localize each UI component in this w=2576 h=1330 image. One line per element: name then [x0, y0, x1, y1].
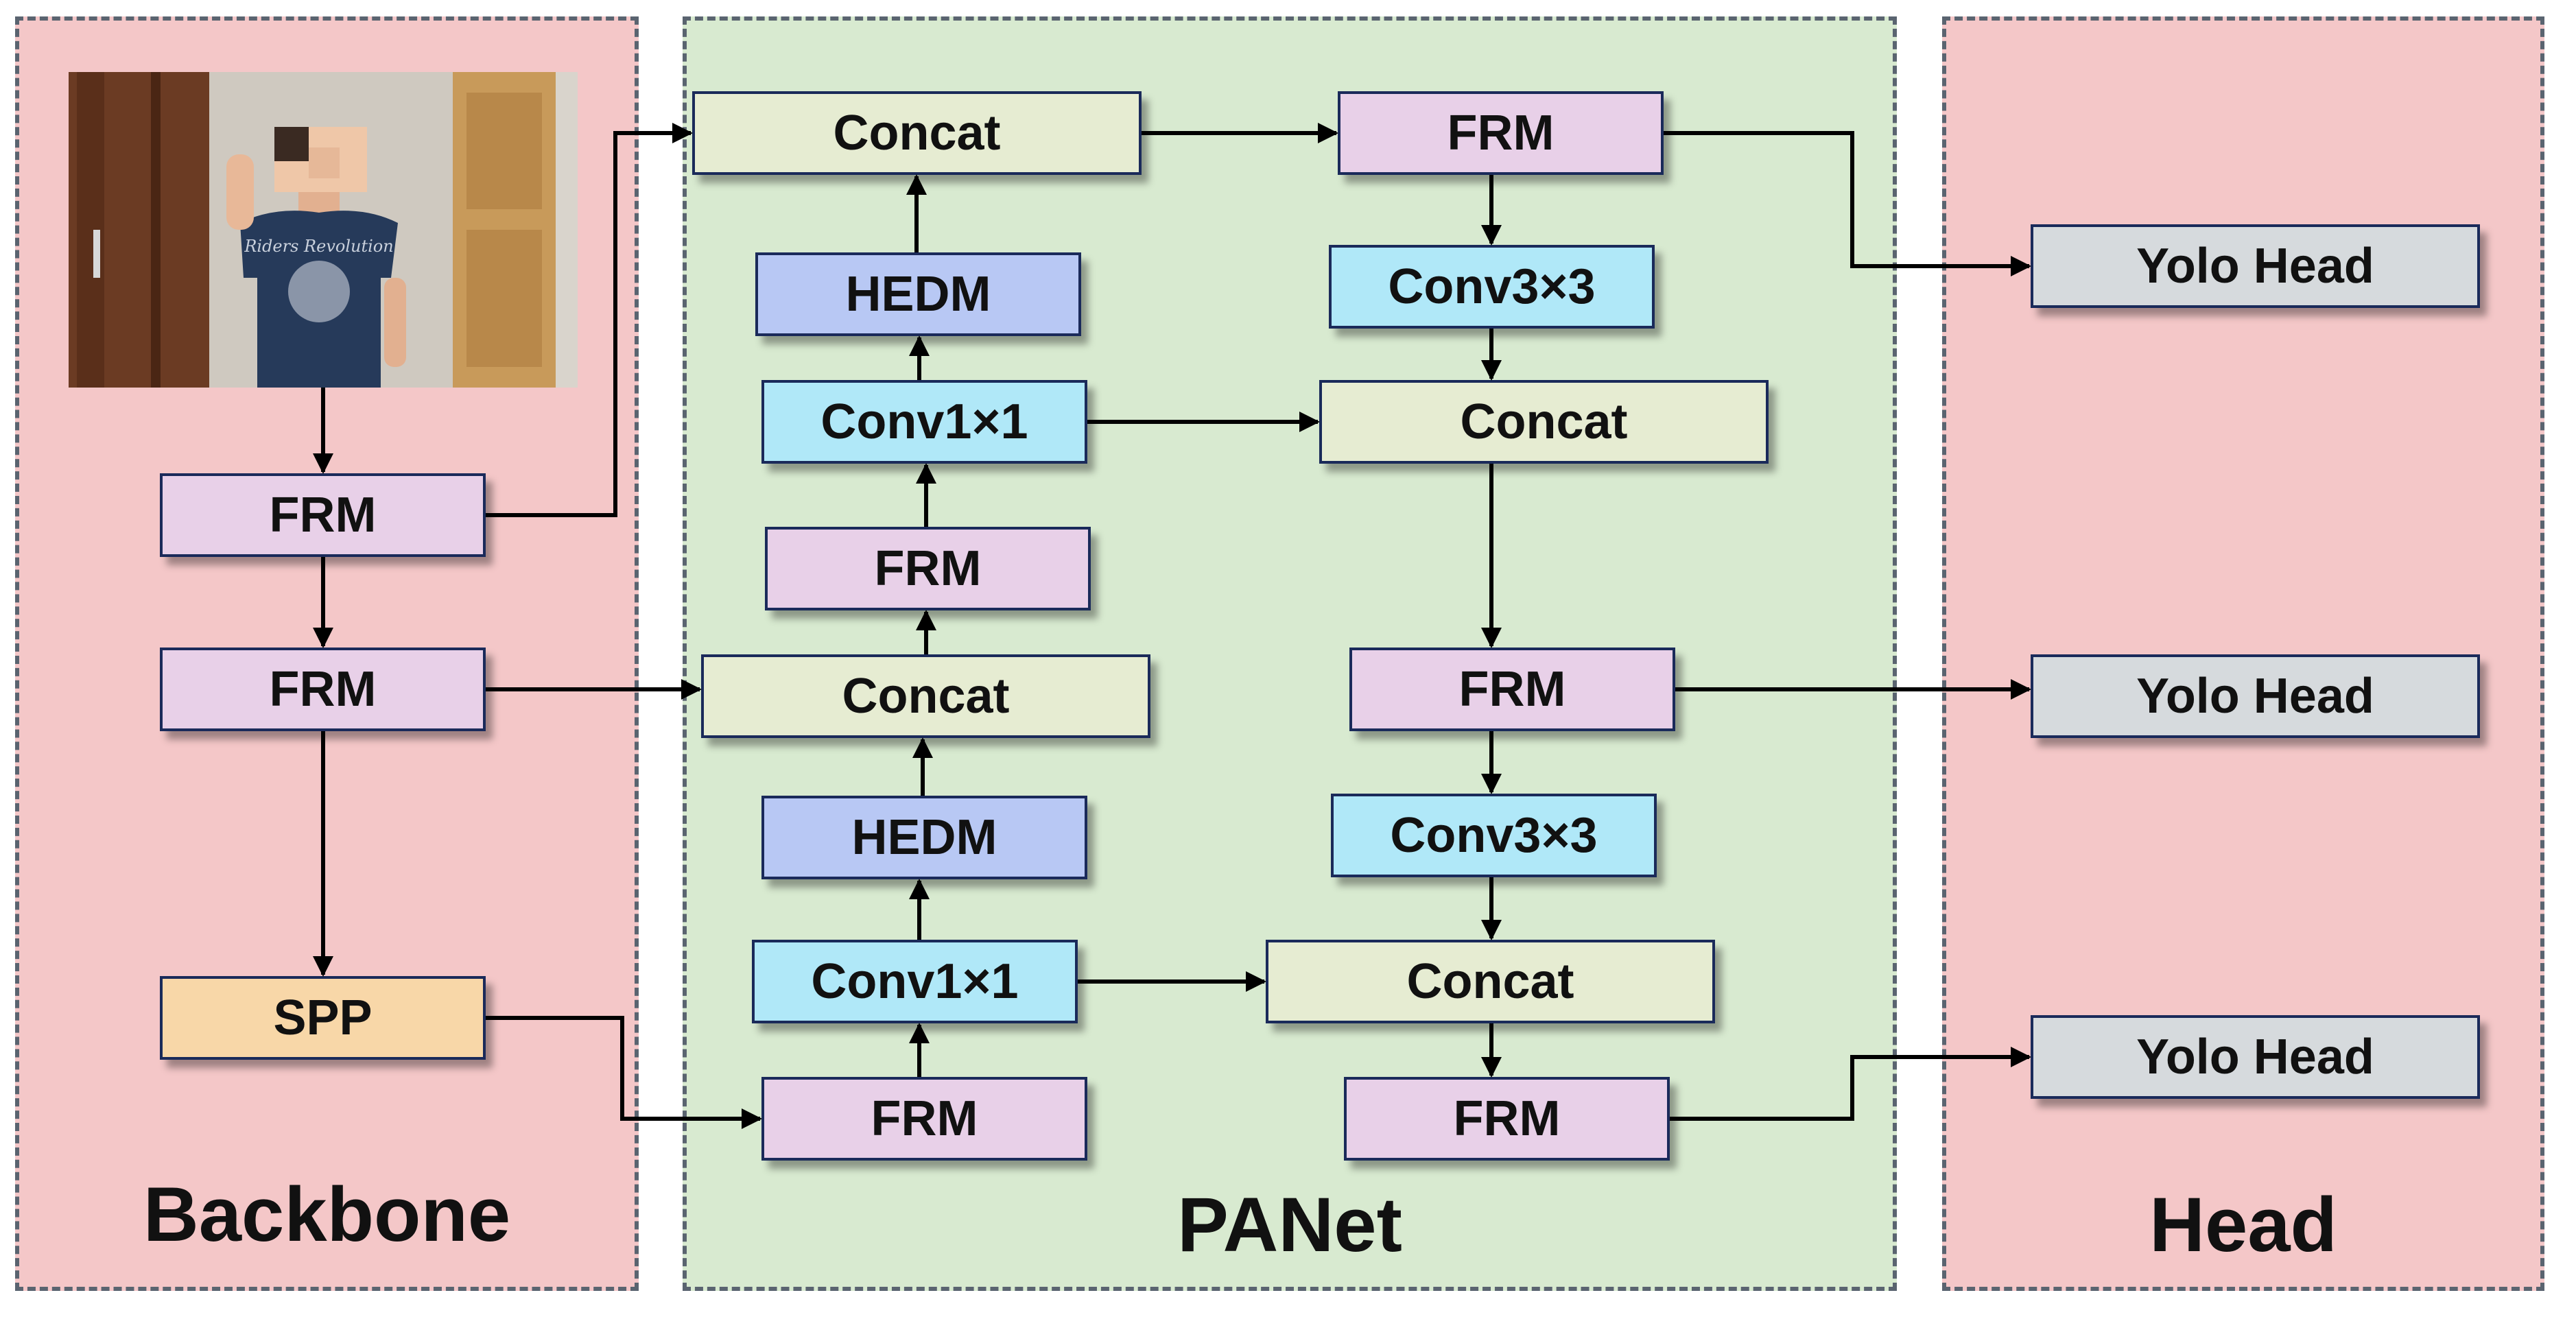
- yolo-head-2: Yolo Head: [2031, 654, 2480, 738]
- panet-conv3x3-mid: Conv3×3: [1331, 794, 1657, 877]
- input-photo: Riders Revolution: [69, 72, 578, 388]
- yolo-head-3: Yolo Head: [2031, 1015, 2480, 1099]
- panet-frm-bot: FRM: [761, 1077, 1087, 1161]
- panet-title: PANet: [1177, 1182, 1402, 1268]
- panet-frm-top-right: FRM: [1338, 91, 1664, 175]
- arrow-frm-top-to-yolo-1: [1664, 131, 2031, 276]
- panet-conv1x1-top: Conv1×1: [761, 380, 1087, 464]
- panet-concat-mid: Concat: [701, 654, 1150, 738]
- shirt-text: Riders Revolution: [244, 237, 393, 256]
- panet-frm-mid: FRM: [765, 527, 1091, 610]
- backbone-frm-2: FRM: [160, 648, 486, 731]
- panet-conv3x3-top: Conv3×3: [1329, 245, 1655, 329]
- panet-concat-bot-right: Concat: [1266, 940, 1715, 1023]
- arrow-spp-to-frm-bot: [486, 1016, 762, 1129]
- arrow-frm1-to-concat-top: [486, 123, 693, 517]
- panet-frm-bot-right: FRM: [1344, 1077, 1670, 1161]
- panet-conv1x1-bot: Conv1×1: [752, 940, 1078, 1023]
- panet-concat-top-right: Concat: [1319, 380, 1769, 464]
- yolo-head-1: Yolo Head: [2031, 224, 2480, 308]
- panet-hedm-top: HEDM: [755, 252, 1081, 336]
- backbone-spp: SPP: [160, 976, 486, 1060]
- backbone-frm-1: FRM: [160, 473, 486, 557]
- input-photo-illustration: Riders Revolution: [69, 72, 578, 388]
- panet-hedm-bot: HEDM: [761, 796, 1087, 879]
- panet-concat-top: Concat: [692, 91, 1142, 175]
- head-title: Head: [2149, 1182, 2337, 1268]
- backbone-title: Backbone: [143, 1172, 511, 1257]
- panet-frm-mid-right: FRM: [1349, 648, 1675, 731]
- arrow-frm-bot-to-yolo-3: [1670, 1047, 2031, 1121]
